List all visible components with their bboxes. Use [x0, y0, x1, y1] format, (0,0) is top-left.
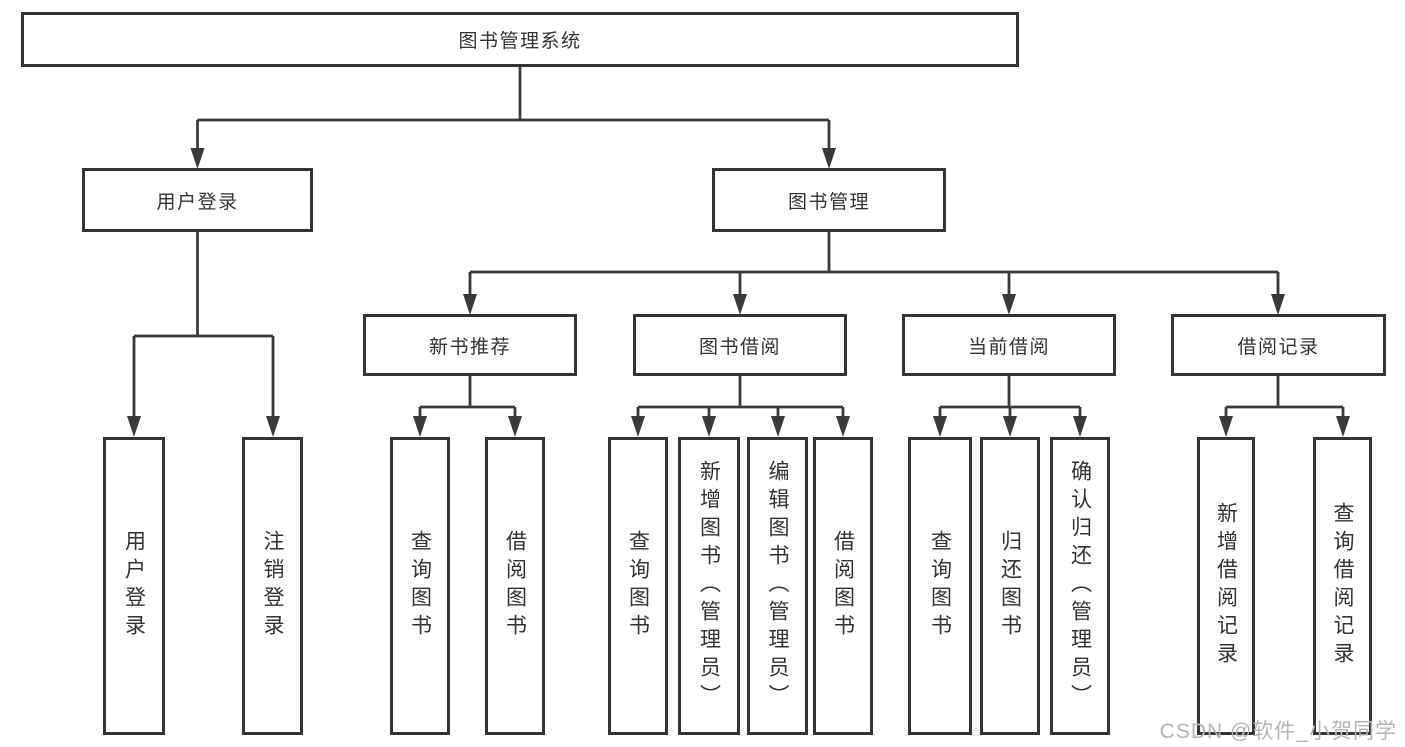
leaf-query-books-current-label: 查询图书: [928, 530, 952, 642]
leaf-query-books-borrow: 查询图书: [608, 437, 668, 735]
node-new-book-recommend: 新书推荐: [363, 314, 577, 376]
leaf-query-books-recommend: 查询图书: [390, 437, 450, 735]
leaf-add-books-admin-label: 新增图书（管理员）: [697, 460, 721, 712]
leaf-query-books-borrow-label: 查询图书: [626, 530, 650, 642]
leaf-borrow-books-recommend-label: 借阅图书: [503, 530, 527, 642]
csdn-watermark: CSDN @软件_小贺同学: [1159, 720, 1397, 743]
leaf-user-login-label: 用户登录: [122, 530, 146, 642]
leaf-query-books-current: 查询图书: [908, 437, 972, 735]
node-book-management: 图书管理: [712, 168, 946, 232]
leaf-edit-books-admin-label: 编辑图书（管理员）: [766, 460, 789, 712]
leaf-add-borrow-record: 新增借阅记录: [1197, 437, 1255, 735]
leaf-query-borrow-record: 查询借阅记录: [1313, 437, 1372, 735]
leaf-add-books-admin: 新增图书（管理员）: [678, 437, 740, 735]
leaf-edit-books-admin: 编辑图书（管理员）: [747, 437, 808, 735]
leaf-borrow-books: 借阅图书: [813, 437, 873, 735]
leaf-user-login: 用户登录: [103, 437, 165, 735]
leaf-return-books-label: 归还图书: [998, 530, 1022, 642]
node-user-login: 用户登录: [82, 168, 313, 232]
leaf-confirm-return-admin: 确认归还（管理员）: [1050, 437, 1110, 735]
leaf-query-borrow-record-label: 查询借阅记录: [1331, 502, 1354, 670]
node-current-borrowing: 当前借阅: [902, 314, 1116, 376]
leaf-add-borrow-record-label: 新增借阅记录: [1214, 502, 1238, 670]
leaf-logout-label: 注销登录: [261, 530, 284, 642]
leaf-borrow-books-recommend: 借阅图书: [485, 437, 545, 735]
leaf-borrow-books-label: 借阅图书: [831, 530, 855, 642]
leaf-query-books-recommend-label: 查询图书: [408, 530, 432, 642]
node-root-library-system: 图书管理系统: [21, 12, 1019, 67]
leaf-logout: 注销登录: [242, 437, 303, 735]
node-book-borrowing: 图书借阅: [633, 314, 847, 376]
leaf-return-books: 归还图书: [980, 437, 1040, 735]
leaf-confirm-return-admin-label: 确认归还（管理员）: [1068, 460, 1092, 712]
node-borrowing-records: 借阅记录: [1171, 314, 1386, 376]
